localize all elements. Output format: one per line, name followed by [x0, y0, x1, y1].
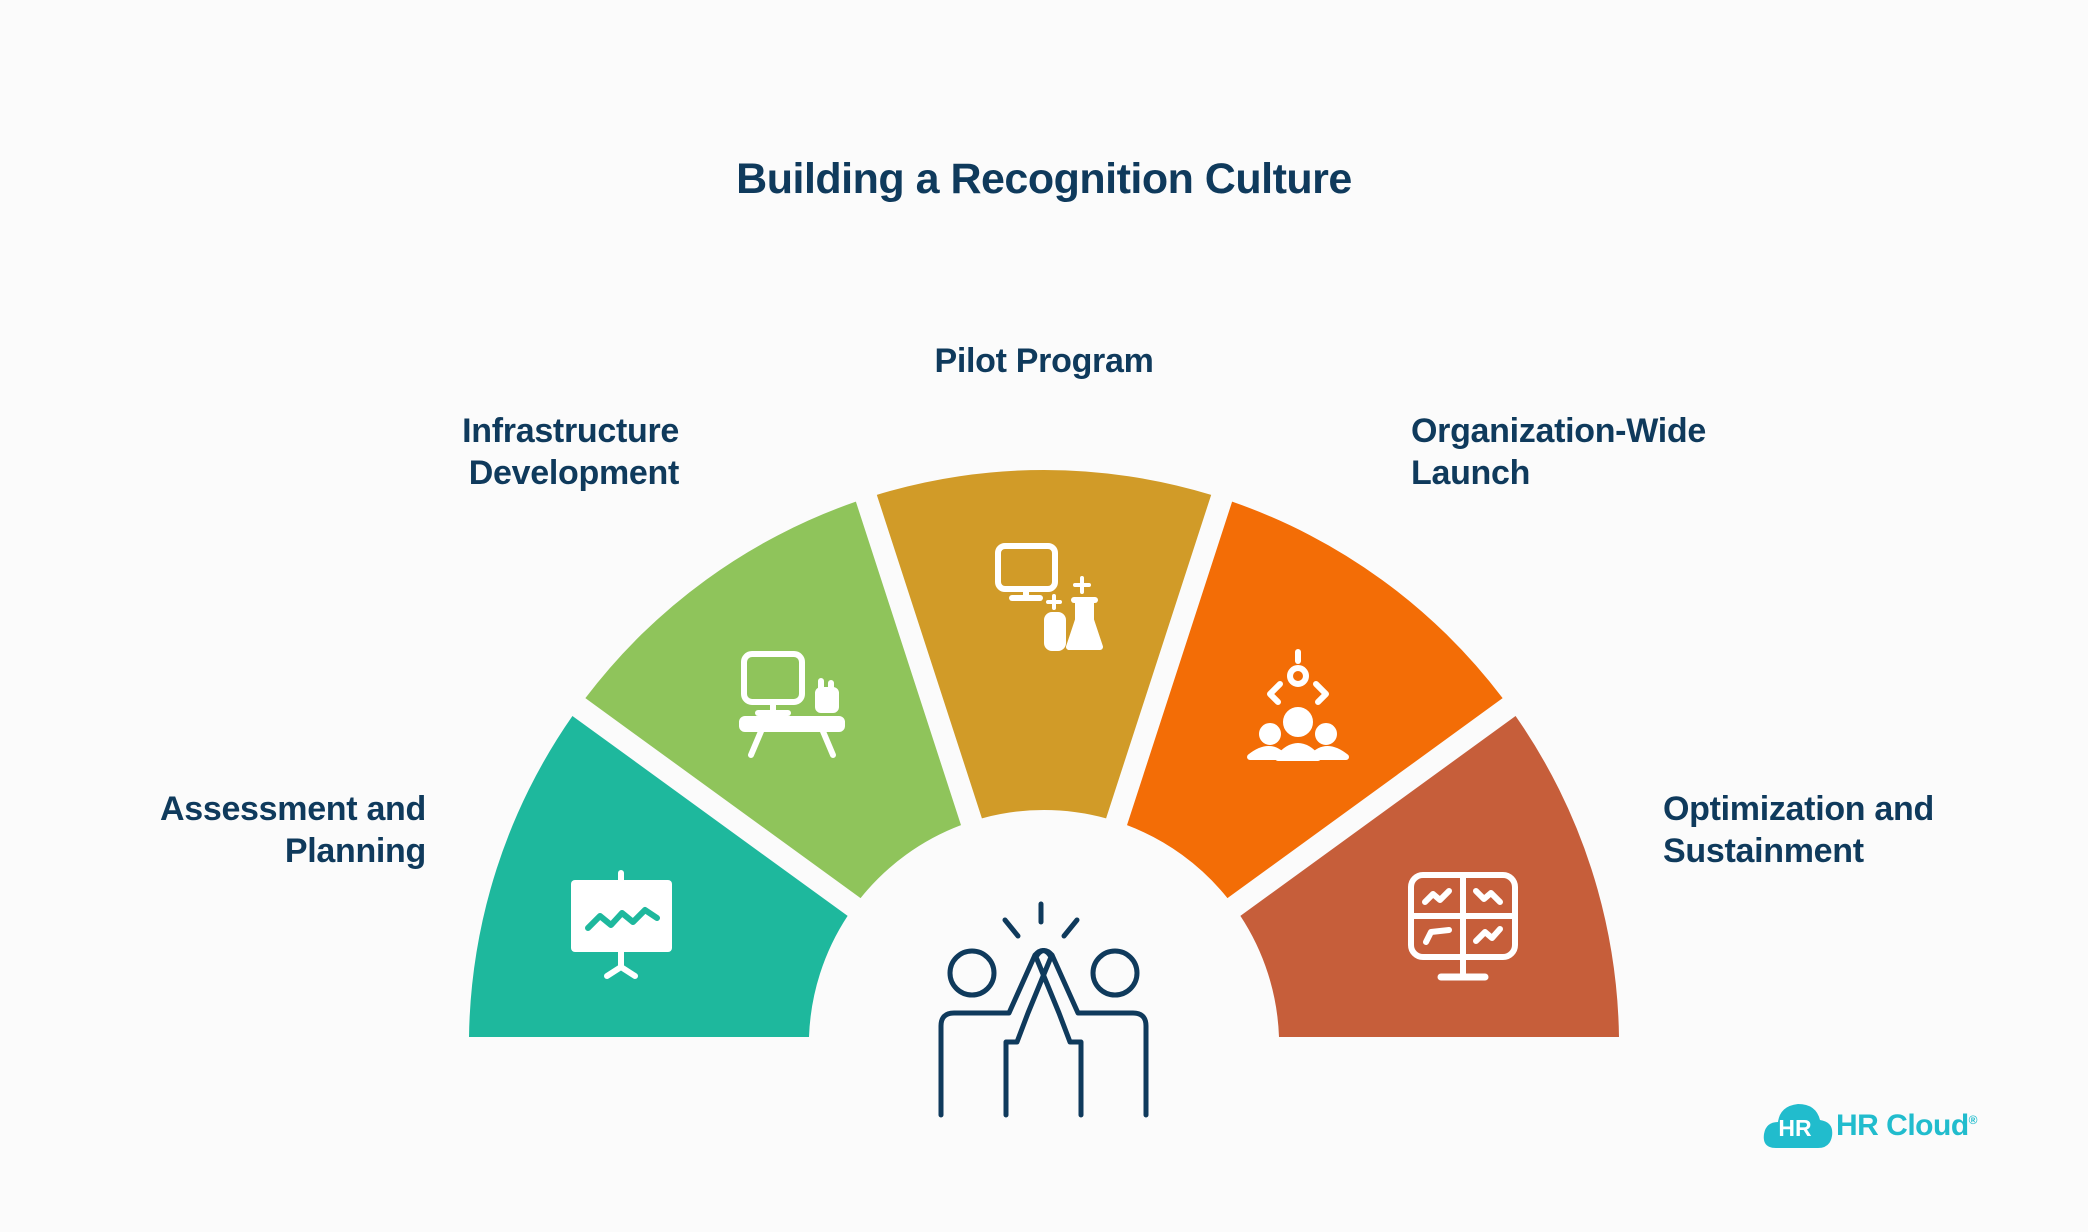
- stage-label-line: Assessment and: [159, 790, 426, 828]
- high-five-icon: [938, 901, 1149, 1118]
- monitor-dashboard-icon: [1408, 872, 1518, 981]
- logo-registered-mark: ®: [1968, 1113, 1978, 1127]
- segment-pilot: [876, 470, 1212, 819]
- stage-label-assessment: Assessment and Planning: [160, 788, 426, 872]
- stage-label-line: Planning: [284, 832, 426, 870]
- stage-label-launch: Organization-Wide Launch: [1411, 410, 1706, 494]
- stage-label-infrastructure: Infrastructure Development: [462, 410, 679, 494]
- segment-launch: [1127, 501, 1503, 899]
- stage-label-line: Development: [468, 454, 680, 492]
- page-title: Building a Recognition Culture: [736, 155, 1352, 203]
- segment-assessment: [469, 715, 848, 1037]
- logo-name-text: HR Cloud: [1836, 1109, 1969, 1142]
- logo-badge: HR: [1778, 1115, 1812, 1141]
- stage-label-optimization: Optimization and Sustainment: [1663, 788, 1934, 872]
- computer-lab-flask-icon: [995, 543, 1103, 651]
- computer-desk-icon: [739, 651, 845, 758]
- team-network-icon: [1247, 649, 1349, 761]
- stage-label-line: Sustainment: [1663, 832, 1864, 870]
- stage-label-line: Pilot Program: [934, 342, 1154, 380]
- stage-label-line: Optimization and: [1663, 790, 1934, 828]
- presentation-chart-icon: [571, 870, 672, 979]
- stage-label-line: Launch: [1411, 454, 1531, 492]
- stage-label-line: Organization-Wide: [1411, 412, 1706, 450]
- stage-label-line: Infrastructure: [462, 412, 679, 450]
- hr-cloud-logo-icon: [1763, 1104, 1833, 1148]
- stage-label-pilot: Pilot Program: [0, 340, 2088, 382]
- logo-name: HR Cloud®: [1836, 1109, 1978, 1143]
